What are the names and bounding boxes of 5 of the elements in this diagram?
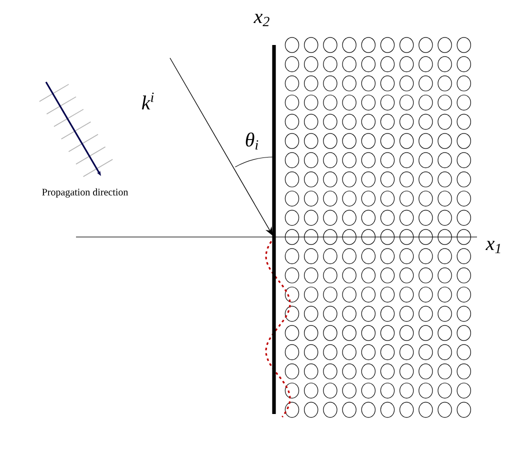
axis-label: θ$_{i}$ <box>246 132 258 150</box>
axis-label: x$_{1}$ <box>486 240 500 254</box>
axis-label: k$^{i}$ <box>142 92 154 110</box>
axis-label: x$_{2}$ <box>254 14 270 26</box>
axis-label: Propagation direction <box>42 188 128 198</box>
